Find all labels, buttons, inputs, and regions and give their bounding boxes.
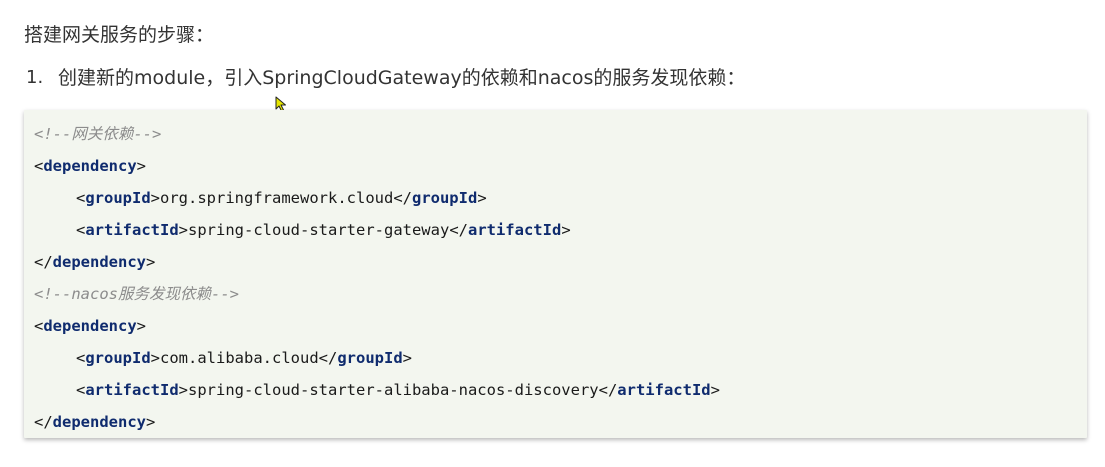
code-line-comment-nacos: <!--nacos服务发现依赖--> (34, 278, 239, 310)
tag-name: dependency (52, 413, 146, 431)
code-line-groupid: <groupId>com.alibaba.cloud</groupId> (76, 349, 412, 367)
code-line-groupid: <groupId>org.springframework.cloud</grou… (76, 189, 487, 207)
tag-name: groupId (85, 189, 151, 207)
step-number: 1. (26, 67, 44, 88)
tag-name: artifactId (467, 221, 562, 239)
group-id-value: org.springframework.cloud (160, 189, 394, 207)
tag-name: artifactId (617, 381, 711, 399)
code-line-comment-gateway: <!--网关依赖--> (34, 118, 161, 150)
tag-name: artifactId (85, 221, 179, 239)
tag-name: dependency (43, 317, 137, 335)
code-comment: <!--nacos服务发现依赖--> (34, 285, 239, 303)
code-line-dependency-open: <dependency> (34, 157, 147, 175)
tag-name: groupId (337, 349, 403, 367)
code-line-artifactid: <artifactId>spring-cloud-starter-gateway… (76, 221, 571, 239)
code-block: <!--网关依赖--> <dependency> <groupId>org.sp… (24, 110, 1087, 438)
artifact-id-value: spring-cloud-starter-alibaba-nacos-disco… (188, 381, 599, 399)
tag-name: groupId (85, 349, 151, 367)
group-id-value: com.alibaba.cloud (160, 349, 319, 367)
code-line-dependency-close: </dependency> (34, 413, 156, 431)
code-comment: <!--网关依赖--> (34, 125, 162, 143)
code-line-dependency-close: </dependency> (34, 253, 156, 271)
step-text: 创建新的module，引入SpringCloudGateway的依赖和nacos… (58, 67, 746, 89)
section-heading: 搭建网关服务的步骤： (24, 24, 215, 46)
tag-name: dependency (43, 157, 137, 175)
artifact-id-value: spring-cloud-starter-gateway (188, 221, 450, 239)
code-line-dependency-open: <dependency> (34, 317, 147, 335)
tag-name: dependency (52, 253, 146, 271)
tag-name: groupId (411, 189, 478, 207)
code-line-artifactid: <artifactId>spring-cloud-starter-alibaba… (76, 381, 720, 399)
tag-name: artifactId (85, 381, 179, 399)
